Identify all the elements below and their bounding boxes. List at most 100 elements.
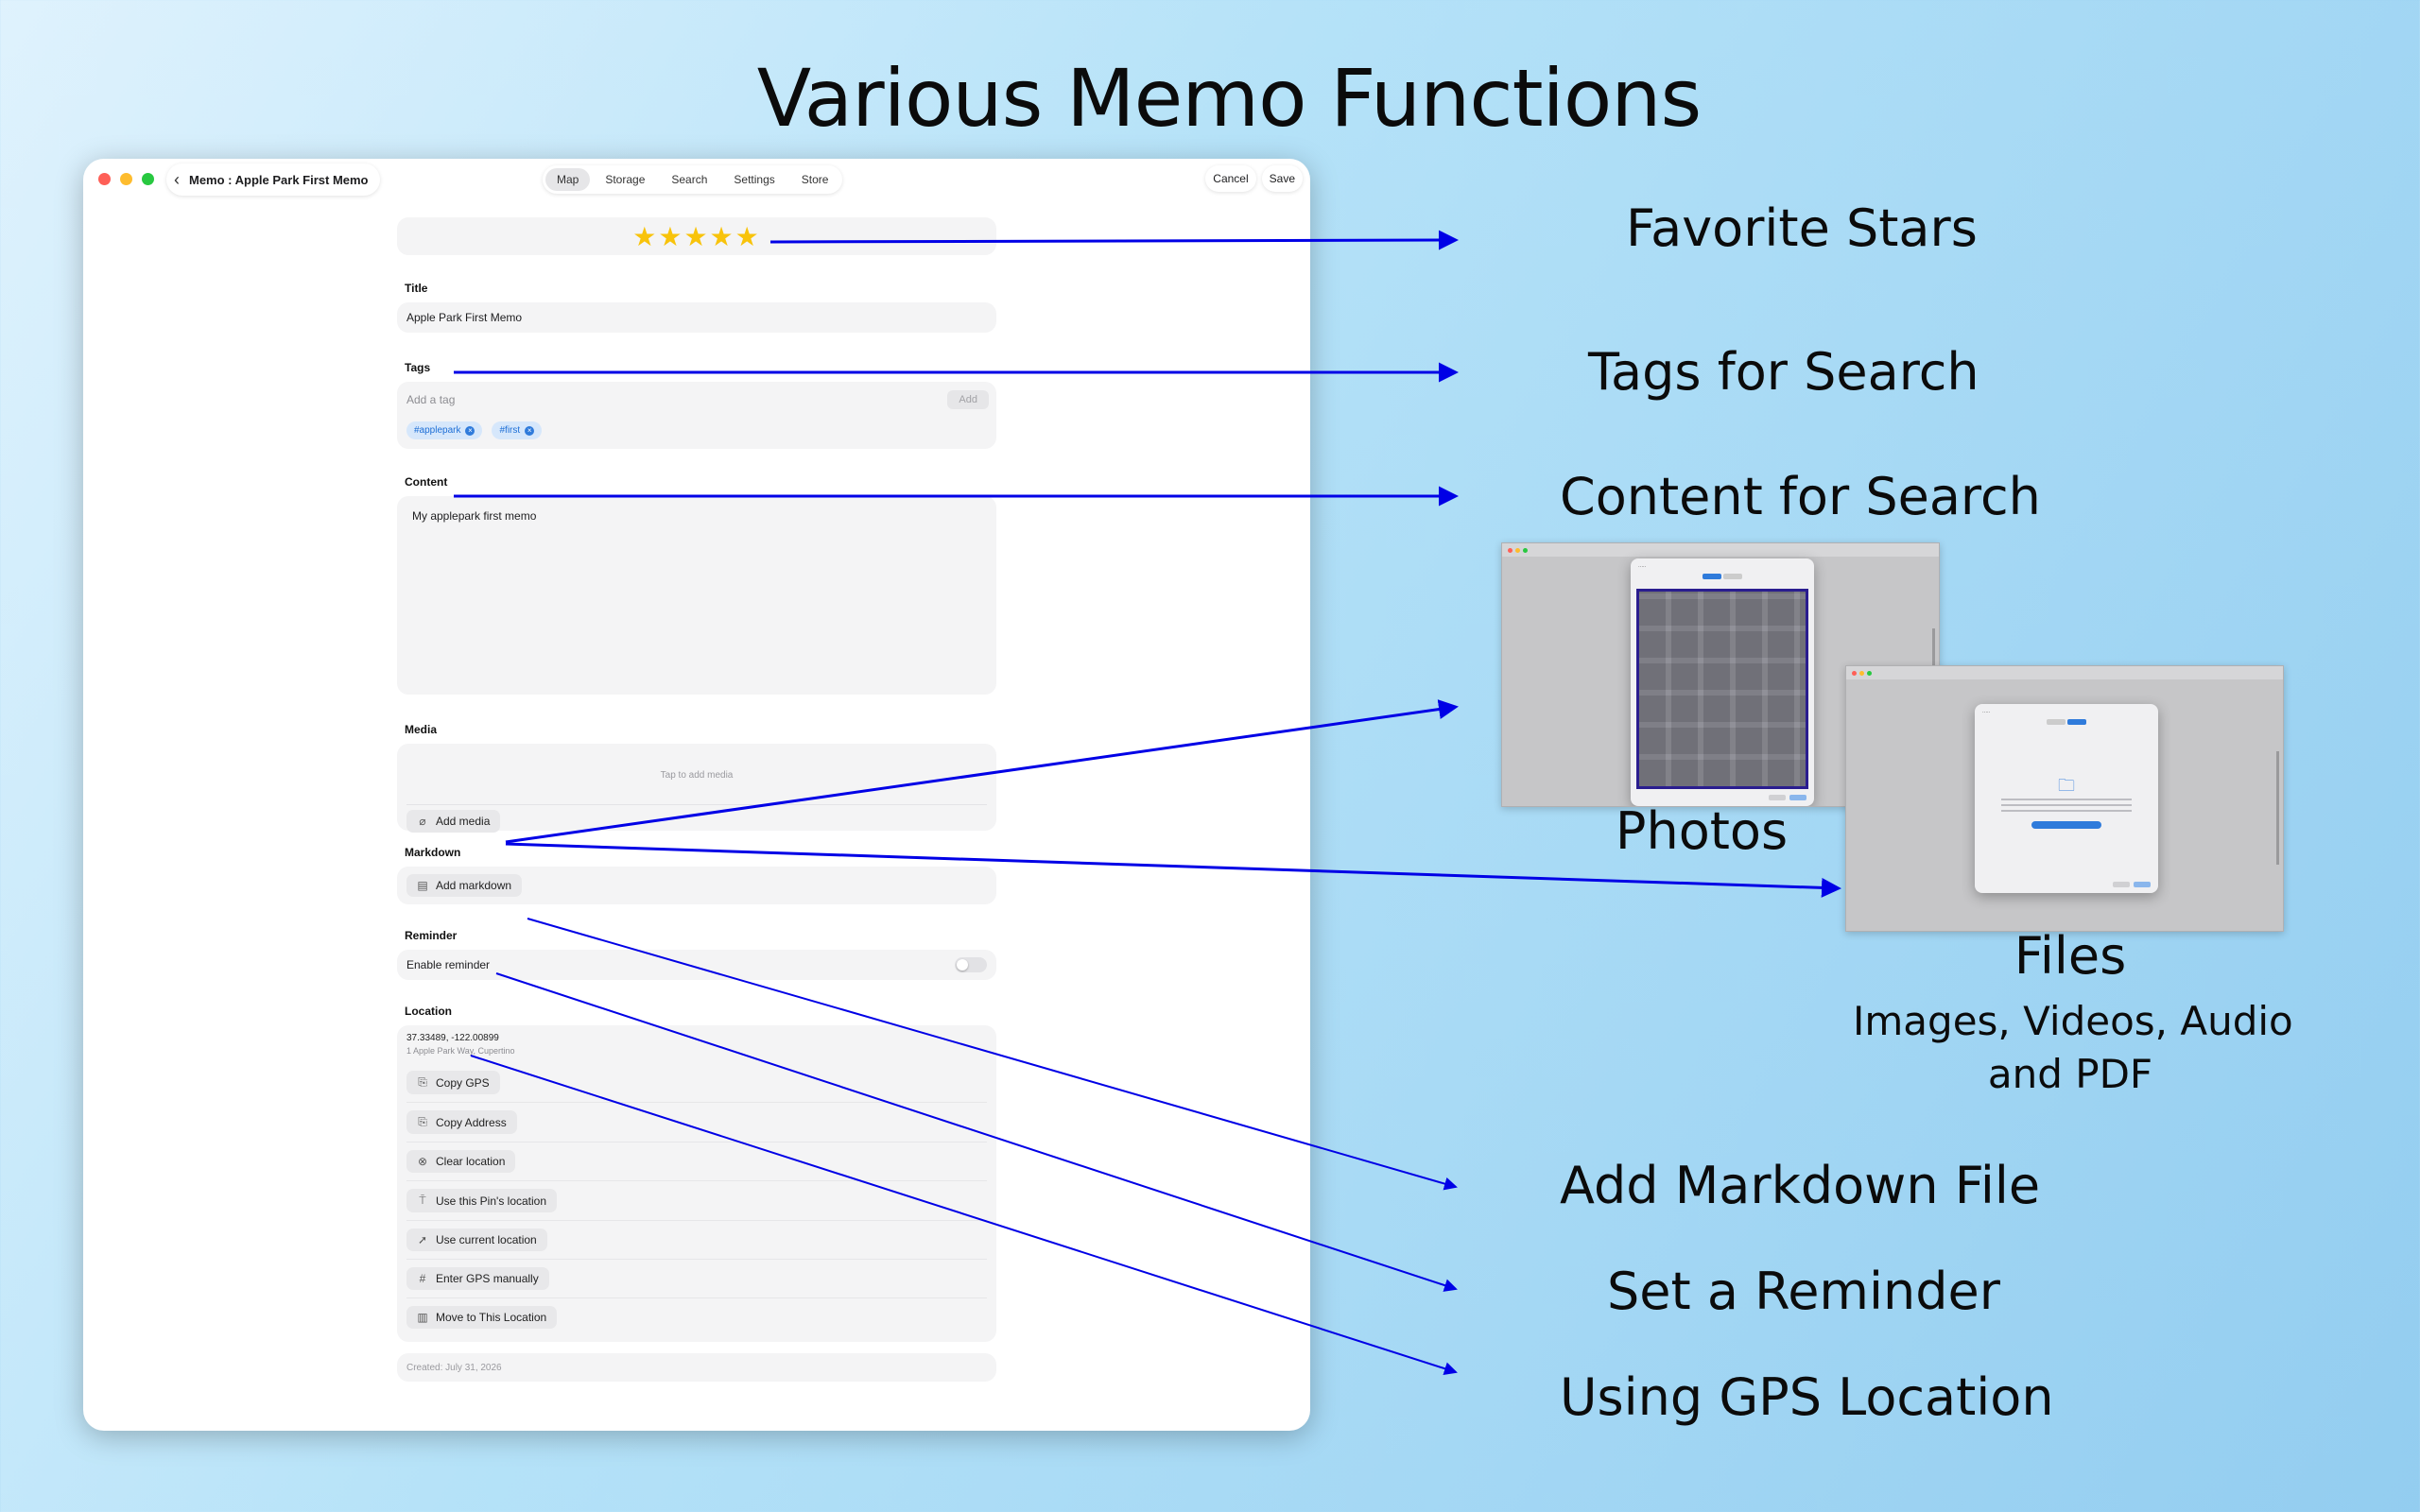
callout-set-reminder: Set a Reminder xyxy=(1607,1262,2000,1321)
chevron-left-icon: ‹ xyxy=(174,169,180,189)
files-screenshot-thumbnail: ····· 🗀 xyxy=(1845,665,2284,932)
back-button[interactable]: ‹ Memo : Apple Park First Memo xyxy=(166,163,380,196)
document-icon: ▤ xyxy=(417,879,428,892)
hash-icon: # xyxy=(419,1272,426,1285)
app-window: ‹ Memo : Apple Park First Memo Map Stora… xyxy=(83,159,1310,1431)
address-text: 1 Apple Park Way, Cupertino xyxy=(406,1046,515,1056)
tag-chips: #applepark × #first × xyxy=(397,418,996,449)
tab-storage[interactable]: Storage xyxy=(605,173,646,186)
callout-files-title: Files xyxy=(2014,926,2127,986)
content-textarea[interactable]: My applepark first memo xyxy=(397,496,996,695)
callout-add-markdown: Add Markdown File xyxy=(1560,1156,2041,1215)
add-media-label: Add media xyxy=(436,815,491,828)
add-media-button[interactable]: ⌀ Add media xyxy=(406,810,501,833)
folder-icon: 🗀 xyxy=(2058,776,2075,795)
use-current-location-button[interactable]: ➚ Use current location xyxy=(406,1228,547,1251)
add-markdown-label: Add markdown xyxy=(436,879,512,892)
location-label: Location xyxy=(405,1005,452,1018)
window-controls xyxy=(98,173,154,185)
map-icon: ▥ xyxy=(417,1311,428,1324)
move-to-location-button[interactable]: ▥ Move to This Location xyxy=(406,1306,558,1329)
paperclip-icon: ⌀ xyxy=(419,815,426,828)
arrow-reminder xyxy=(495,972,1458,1292)
enter-gps-button[interactable]: # Enter GPS manually xyxy=(406,1267,549,1290)
clear-location-label: Clear location xyxy=(436,1155,506,1168)
tag-input[interactable]: Add a tag xyxy=(406,393,456,406)
window-title: Memo : Apple Park First Memo xyxy=(189,172,369,187)
clipboard-icon: ⎘ xyxy=(418,1075,427,1089)
callout-tags-for-search: Tags for Search xyxy=(1588,342,1979,402)
tab-map[interactable]: Map xyxy=(545,168,591,191)
arrow-files xyxy=(505,842,1841,898)
zoom-window-button[interactable] xyxy=(142,173,154,185)
arrow-photos xyxy=(505,699,1459,844)
x-circle-icon: ⊗ xyxy=(417,1155,428,1168)
tag-chip[interactable]: #first × xyxy=(492,421,543,439)
reminder-label: Reminder xyxy=(405,929,458,942)
location-card: 37.33489, -122.00899 1 Apple Park Way, C… xyxy=(397,1025,996,1342)
favorite-stars[interactable]: ★★★★★ xyxy=(632,221,761,251)
created-date: Created: July 31, 2026 xyxy=(397,1353,996,1382)
title-field[interactable]: Apple Park First Memo xyxy=(397,302,996,333)
callout-favorite-stars: Favorite Stars xyxy=(1626,198,1978,258)
tag-chip-label: #applepark xyxy=(414,425,461,436)
clipboard-icon: ⎘ xyxy=(418,1115,427,1128)
callout-files-sub-line2: and PDF xyxy=(1987,1051,2153,1097)
media-label: Media xyxy=(405,723,438,736)
pin-icon: ⍑ xyxy=(419,1194,426,1207)
clear-location-button[interactable]: ⊗ Clear location xyxy=(406,1150,516,1173)
media-hint[interactable]: Tap to add media xyxy=(660,770,734,781)
choose-file-button xyxy=(2031,821,2101,829)
callout-photos: Photos xyxy=(1615,801,1789,861)
move-to-location-label: Move to This Location xyxy=(436,1311,547,1324)
callout-files: Files Images, Videos, Audio and PDF xyxy=(1853,926,2293,1101)
use-pin-location-button[interactable]: ⍑ Use this Pin's location xyxy=(406,1189,558,1212)
copy-gps-label: Copy GPS xyxy=(436,1075,490,1090)
content-label: Content xyxy=(405,475,448,489)
remove-tag-icon[interactable]: × xyxy=(465,425,475,436)
arrow-favorite-stars xyxy=(769,230,1459,250)
tab-search[interactable]: Search xyxy=(671,173,708,186)
reminder-toggle[interactable] xyxy=(955,957,987,972)
file-picker-dialog: ····· 🗀 xyxy=(1975,704,2158,893)
divider xyxy=(406,804,987,805)
enter-gps-label: Enter GPS manually xyxy=(436,1272,539,1285)
title-label: Title xyxy=(405,282,428,295)
markdown-card: ▤ Add markdown xyxy=(397,867,996,904)
add-tag-button[interactable]: Add xyxy=(947,390,989,409)
callout-content-for-search: Content for Search xyxy=(1560,467,2041,526)
copy-address-label: Copy Address xyxy=(436,1115,507,1129)
arrow-gps xyxy=(470,1055,1458,1375)
tag-chip-label: #first xyxy=(499,425,521,436)
enable-reminder-label: Enable reminder xyxy=(406,958,491,971)
rating-card: ★★★★★ xyxy=(397,217,996,255)
reminder-card: Enable reminder xyxy=(397,950,996,980)
use-current-location-label: Use current location xyxy=(436,1233,537,1246)
tags-card: Add a tag Add #applepark × #first × xyxy=(397,382,996,449)
location-arrow-icon: ➚ xyxy=(417,1233,428,1246)
cancel-button[interactable]: Cancel xyxy=(1205,165,1256,192)
tag-chip[interactable]: #applepark × xyxy=(406,421,483,439)
tags-label: Tags xyxy=(405,361,431,374)
tab-store[interactable]: Store xyxy=(801,173,829,186)
remove-tag-icon[interactable]: × xyxy=(525,425,535,436)
copy-address-button[interactable]: ⎘ Copy Address xyxy=(406,1110,517,1134)
markdown-label: Markdown xyxy=(405,846,461,859)
arrow-markdown xyxy=(527,918,1458,1191)
copy-gps-button[interactable]: ⎘ Copy GPS xyxy=(406,1071,500,1094)
headline: Various Memo Functions xyxy=(756,52,1703,145)
save-button[interactable]: Save xyxy=(1261,165,1303,192)
coordinates-text: 37.33489, -122.00899 xyxy=(406,1033,499,1043)
close-window-button[interactable] xyxy=(98,173,111,185)
callout-files-sub-line1: Images, Videos, Audio xyxy=(1853,998,2293,1044)
toolbar-actions: Cancel Save xyxy=(1205,165,1303,192)
nav-tabs: Map Storage Search Settings Store xyxy=(543,165,843,194)
use-pin-location-label: Use this Pin's location xyxy=(436,1194,547,1208)
tab-settings[interactable]: Settings xyxy=(734,173,775,186)
callout-files-subtitle: Images, Videos, Audio and PDF xyxy=(1853,995,2293,1101)
photo-grid xyxy=(1636,589,1808,789)
callout-gps-location: Using GPS Location xyxy=(1560,1367,2054,1427)
add-markdown-button[interactable]: ▤ Add markdown xyxy=(406,874,523,897)
minimize-window-button[interactable] xyxy=(120,173,132,185)
